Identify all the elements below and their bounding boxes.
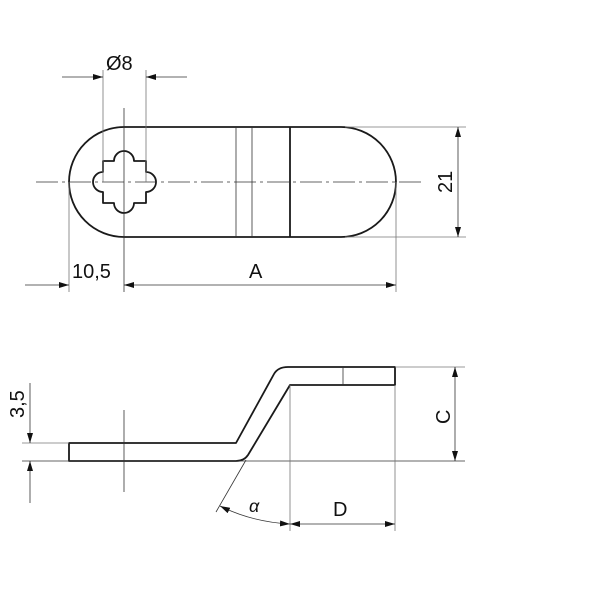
angle-label: α [249,496,260,516]
top-view: Ø8 21 10,5 A [25,53,466,292]
cross-hole [92,150,157,214]
offset-height-label: C [433,410,455,424]
cam-outline [68,126,397,238]
angle-reference-line [215,459,247,513]
angle-arc [219,505,291,527]
width-label: 21 [435,171,457,193]
end-length-label: D [333,499,347,521]
hole-diameter-label: Ø8 [106,53,133,75]
cam-profile [68,366,396,462]
thickness-label: 3,5 [7,390,29,418]
length-label: A [249,261,263,283]
edge-to-hole-label: 10,5 [72,261,111,283]
side-view: 3,5 C D α [7,366,465,531]
